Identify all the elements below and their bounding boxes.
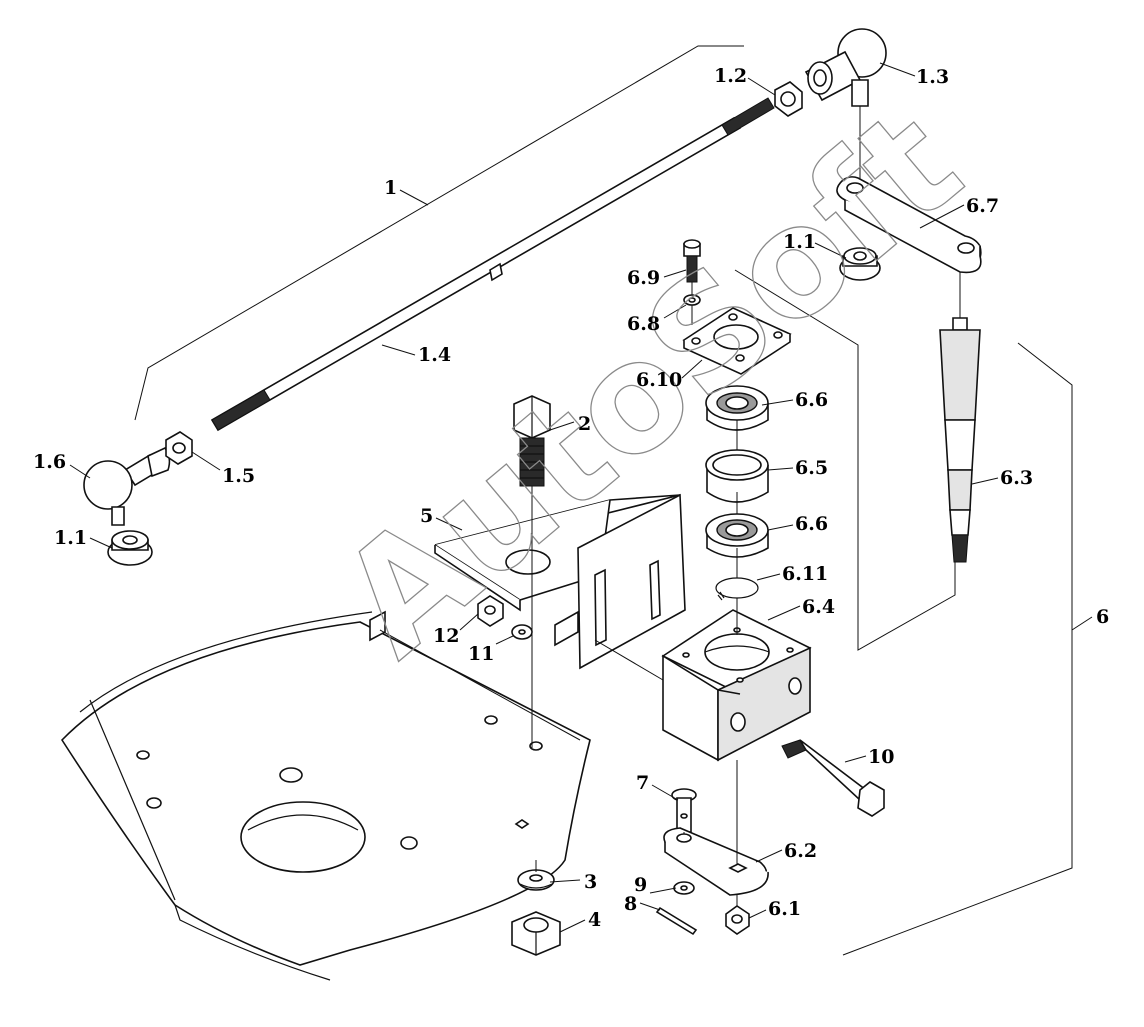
nut-1-2 [774, 81, 803, 117]
callout-4: 4 [588, 909, 601, 931]
shaft-6-3 [939, 272, 981, 563]
pin-7 [671, 788, 697, 833]
callout-6-6-bottom: 6.6 [795, 513, 828, 535]
assembly-axis-lines [379, 269, 956, 906]
nut-4 [511, 911, 561, 956]
callout-6-11: 6.11 [782, 563, 828, 585]
callout-1-5: 1.5 [222, 465, 255, 487]
callout-10: 10 [868, 746, 894, 768]
bearing-bottom [705, 513, 769, 558]
nut-1-5 [165, 431, 193, 465]
callout-6-6-top: 6.6 [795, 389, 828, 411]
cotter-pin-8 [655, 906, 698, 936]
group-bracket-1 [134, 45, 744, 421]
nut-12 [477, 595, 504, 627]
spring-washer-3 [517, 869, 555, 891]
callout-9: 9 [634, 874, 647, 896]
callout-1-1-top: 1.1 [783, 231, 816, 253]
callout-7: 7 [636, 772, 649, 794]
flange-nut-left [107, 530, 153, 566]
flange-plate-6-10 [682, 307, 792, 375]
callout-leaders [69, 62, 1093, 933]
callout-6-3: 6.3 [1000, 467, 1033, 489]
tie-rod [210, 97, 775, 432]
callout-1-1-left: 1.1 [54, 527, 87, 549]
bolt-6-9 [683, 239, 701, 283]
washer-11 [511, 624, 533, 640]
base-plate [60, 611, 591, 981]
lever-6-7 [836, 176, 982, 274]
spacer-6-5 [705, 449, 769, 503]
callout-5: 5 [420, 505, 433, 527]
callout-labels: 1 1.2 1.3 1.1 1.4 1.6 1.5 1.1 2 3 4 5 6 … [33, 65, 1109, 931]
group-bracket-6 [842, 342, 1073, 956]
bolt-10 [781, 739, 885, 817]
callout-6: 6 [1096, 606, 1109, 628]
callout-11: 11 [468, 643, 494, 665]
callout-3: 3 [584, 871, 597, 893]
callout-6-2: 6.2 [784, 840, 817, 862]
callout-8: 8 [624, 893, 637, 915]
callout-6-10: 6.10 [636, 369, 682, 391]
lever-6-2 [663, 827, 769, 896]
callout-6-5: 6.5 [795, 457, 828, 479]
bracket-5 [369, 493, 686, 670]
callout-6-1: 6.1 [768, 898, 801, 920]
callout-1-3: 1.3 [916, 66, 949, 88]
housing-6-4 [661, 609, 812, 762]
callout-1-2: 1.2 [714, 65, 747, 87]
callout-6-8: 6.8 [627, 313, 660, 335]
callout-1-4: 1.4 [418, 344, 451, 366]
ball-joint-right [804, 28, 887, 107]
callout-6-9: 6.9 [627, 267, 660, 289]
flange-nut-top [839, 247, 881, 281]
callout-6-4: 6.4 [802, 596, 835, 618]
callout-2: 2 [578, 413, 591, 435]
callout-12: 12 [433, 625, 459, 647]
nut-6-1 [725, 905, 750, 935]
ball-joint-left [83, 446, 171, 526]
circlip-6-11 [715, 577, 759, 601]
washer-9 [673, 881, 695, 895]
callout-1-6: 1.6 [33, 451, 66, 473]
callout-1: 1 [384, 177, 397, 199]
callout-6-7: 6.7 [966, 195, 999, 217]
bolt-2 [513, 395, 551, 487]
bearing-top [705, 385, 769, 431]
